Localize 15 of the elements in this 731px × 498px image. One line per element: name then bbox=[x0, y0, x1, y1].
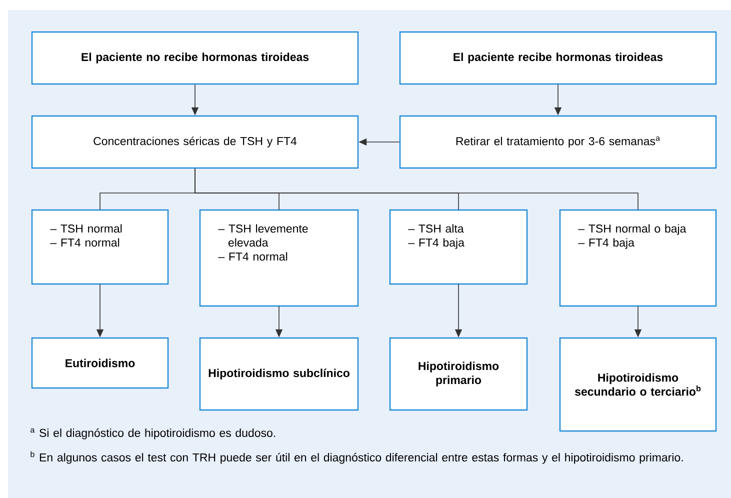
process-box: Retirar el tratamiento por 3-6 semanas$^{a}$ bbox=[399, 115, 717, 169]
criteria-box: – TSH levemente elevada – FT4 normal bbox=[199, 209, 359, 307]
process-box: Concentraciones séricas de TSH y FT4 bbox=[31, 115, 359, 169]
outcome-box: Eutiroidismo bbox=[31, 337, 169, 389]
outcome-box: Hipotiroidismo secundario o terciario$^{b}$ bbox=[559, 337, 717, 432]
connector-line bbox=[194, 168, 638, 210]
criteria-box: – TSH normal – FT4 normal bbox=[31, 209, 169, 285]
criteria-box: – TSH normal o baja – FT4 baja bbox=[559, 209, 717, 307]
heading-box: El paciente recibe hormonas tiroideas bbox=[399, 31, 717, 85]
criteria-box: – TSH alta – FT4 baja bbox=[389, 209, 528, 285]
heading-box: El paciente no recibe hormonas tiroideas bbox=[31, 31, 359, 85]
footnote: $^{a}$ Si el diagnóstico de hipotiroidismo es dudoso. bbox=[30, 428, 276, 440]
outcome-box: Hipotiroidismo subclínico bbox=[199, 337, 359, 411]
footnote: $^{b}$ En algunos casos el test con TRH puede ser útil en el diagnóstico diferencial entre estas formas y el hipotiroidismo primario. bbox=[30, 451, 683, 464]
outcome-box: Hipotiroidismo primario bbox=[389, 337, 528, 411]
